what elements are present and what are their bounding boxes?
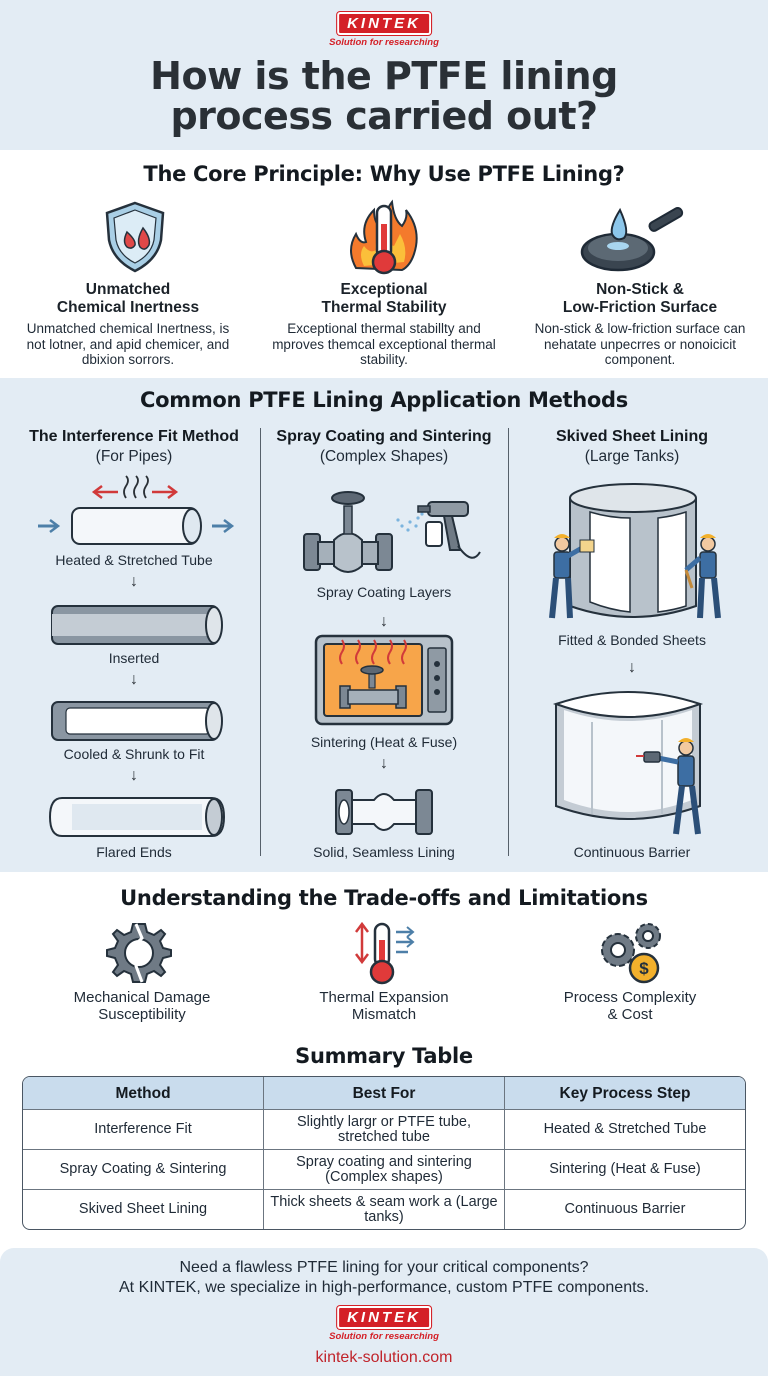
table-row: Skived Sheet Lining Thick sheets & seam … (23, 1189, 745, 1229)
tradeoff-label: Susceptibility (98, 1006, 186, 1023)
step-label: Spray Coating Layers (316, 584, 452, 600)
thermometer-flame-icon (350, 199, 418, 275)
core-item-chemical-inertness: Unmatched Chemical Inertness Unmatched c… (0, 281, 256, 368)
core-item-non-stick: Non-Stick & Low-Friction Surface Non-sti… (512, 281, 768, 368)
footer-cta: Need a flawless PTFE lining for your cri… (0, 1258, 768, 1298)
tradeoffs-heading: Understanding the Trade-offs and Limitat… (120, 886, 648, 910)
tradeoff-label: Mechanical Damage (73, 989, 211, 1006)
core-item-thermal-stability: Exceptional Thermal Stability Exceptiona… (256, 281, 512, 368)
arrow-down-icon: ↓ (130, 671, 138, 688)
shrunk-pipe-icon (51, 701, 223, 741)
table-header-cell: Best For (263, 1077, 504, 1109)
core-item-desc: Non-stick & low-friction surface can neh… (534, 321, 746, 367)
method-title: Spray Coating and Sintering (276, 428, 492, 445)
logo-tagline: Solution for researching (329, 1331, 439, 1342)
valve-spray-gun-icon (303, 491, 481, 573)
logo-wordmark: KINTEK (337, 1306, 431, 1329)
website-link[interactable]: kintek-solution.com (315, 1349, 453, 1366)
inserted-pipe-icon (51, 605, 223, 645)
core-item-title: Low-Friction Surface (562, 299, 718, 316)
column-divider (508, 428, 509, 856)
tradeoff-label: Process Complexity (563, 989, 697, 1006)
page-title-line-1: How is the PTFE lining (150, 54, 618, 98)
method-interference-fit: The Interference Fit Method (For Pipes) (6, 428, 262, 466)
step-label: Heated & Stretched Tube (55, 552, 213, 568)
footer-kintek-logo[interactable]: KINTEK Solution for researching (329, 1306, 439, 1342)
thermometer-arrows-icon (355, 921, 415, 985)
table-cell: Spray coating and sintering (Complex sha… (263, 1150, 504, 1189)
table-row: Spray Coating & Sintering Spray coating … (23, 1149, 745, 1189)
footer-line: At KINTEK, we specialize in high-perform… (119, 1279, 649, 1296)
kintek-logo[interactable]: KINTEK Solution for researching (329, 12, 439, 48)
step-label: Inserted (108, 650, 160, 666)
step-label: Flared Ends (96, 844, 172, 860)
tradeoff-label: & Cost (607, 1006, 653, 1023)
table-row: Interference Fit Slightly largr or PTFE … (23, 1109, 745, 1149)
sintering-oven-icon (314, 634, 454, 726)
shield-droplet-icon (105, 201, 165, 273)
step-label: Sintering (Heat & Fuse) (310, 734, 458, 750)
tank-sheet-workers-icon (549, 483, 721, 619)
broken-gear-icon (106, 923, 172, 983)
footer-line: Need a flawless PTFE lining for your cri… (179, 1259, 589, 1276)
method-title: Skived Sheet Lining (555, 428, 709, 445)
arrow-down-icon: ↓ (628, 659, 636, 676)
step-label: Solid, Seamless Lining (313, 844, 455, 860)
flared-pipe-icon (48, 797, 226, 837)
heated-tube-icon (38, 475, 235, 545)
step-label: Cooled & Shrunk to Fit (63, 746, 205, 762)
method-subtitle: (Complex Shapes) (319, 448, 449, 465)
arrow-down-icon: ↓ (380, 755, 388, 772)
core-item-title: Unmatched (85, 281, 171, 298)
table-cell: Spray Coating & Sintering (59, 1161, 227, 1177)
tradeoff-mechanical-damage: Mechanical Damage Susceptibility (14, 989, 270, 1023)
logo-wordmark: KINTEK (337, 12, 431, 35)
summary-table: Method Best For Key Process Step Interfe… (22, 1076, 746, 1230)
table-cell: Sintering (Heat & Fuse) (504, 1150, 745, 1189)
core-item-desc: Unmatched chemical Inertness, is not lot… (26, 321, 230, 367)
page-title: How is the PTFE lining process carried o… (0, 56, 768, 136)
lined-valve-icon (335, 789, 433, 835)
step-label: Continuous Barrier (573, 844, 691, 860)
summary-heading: Summary Table (295, 1044, 473, 1068)
method-subtitle: (Large Tanks) (584, 448, 680, 465)
tradeoff-thermal-expansion: Thermal Expansion Mismatch (256, 989, 512, 1023)
table-cell: Slightly largr or PTFE tube, stretched t… (263, 1110, 504, 1149)
tank-welding-worker-icon (552, 691, 704, 835)
method-subtitle: (For Pipes) (95, 448, 173, 465)
tradeoff-label: Mismatch (351, 1006, 417, 1023)
tradeoff-label: Thermal Expansion (319, 989, 449, 1006)
core-item-title: Chemical Inertness (56, 299, 200, 316)
table-cell: Interference Fit (94, 1121, 192, 1137)
core-item-title: Thermal Stability (321, 299, 447, 316)
table-header-cell: Method (115, 1084, 171, 1102)
table-cell: Thick sheets & seam work a (Large tanks) (263, 1190, 504, 1229)
worker-figure (684, 534, 721, 619)
worker-figure (549, 534, 595, 619)
methods-heading: Common PTFE Lining Application Methods (140, 388, 628, 412)
method-skived-sheet: Skived Sheet Lining (Large Tanks) (504, 428, 760, 466)
table-cell: Skived Sheet Lining (78, 1201, 208, 1217)
arrow-down-icon: ↓ (130, 767, 138, 784)
svg-text:$: $ (639, 959, 649, 978)
core-item-desc: Exceptional thermal stabillty and mprove… (272, 321, 496, 367)
table-header-row: Method Best For Key Process Step (23, 1077, 745, 1109)
column-divider (260, 428, 261, 856)
gears-dollar-icon: $ (601, 923, 661, 984)
logo-tagline: Solution for researching (329, 37, 439, 48)
method-spray-coating: Spray Coating and Sintering (Complex Sha… (256, 428, 512, 466)
table-header-cell: Key Process Step (504, 1077, 745, 1109)
core-item-title: Non-Stick & (596, 281, 684, 298)
page-title-line-2: process carried out? (170, 94, 598, 138)
table-cell: Continuous Barrier (504, 1190, 745, 1229)
step-label: Fitted & Bonded Sheets (558, 632, 706, 648)
arrow-down-icon: ↓ (380, 613, 388, 630)
table-cell: Heated & Stretched Tube (504, 1110, 745, 1149)
arrow-down-icon: ↓ (130, 573, 138, 590)
core-item-title: Exceptional (340, 281, 428, 298)
tradeoff-process-complexity: Process Complexity & Cost (502, 989, 758, 1023)
method-title: The Interference Fit Method (29, 428, 239, 445)
core-heading: The Core Principle: Why Use PTFE Lining? (143, 162, 625, 186)
frying-pan-droplet-icon (580, 207, 684, 272)
